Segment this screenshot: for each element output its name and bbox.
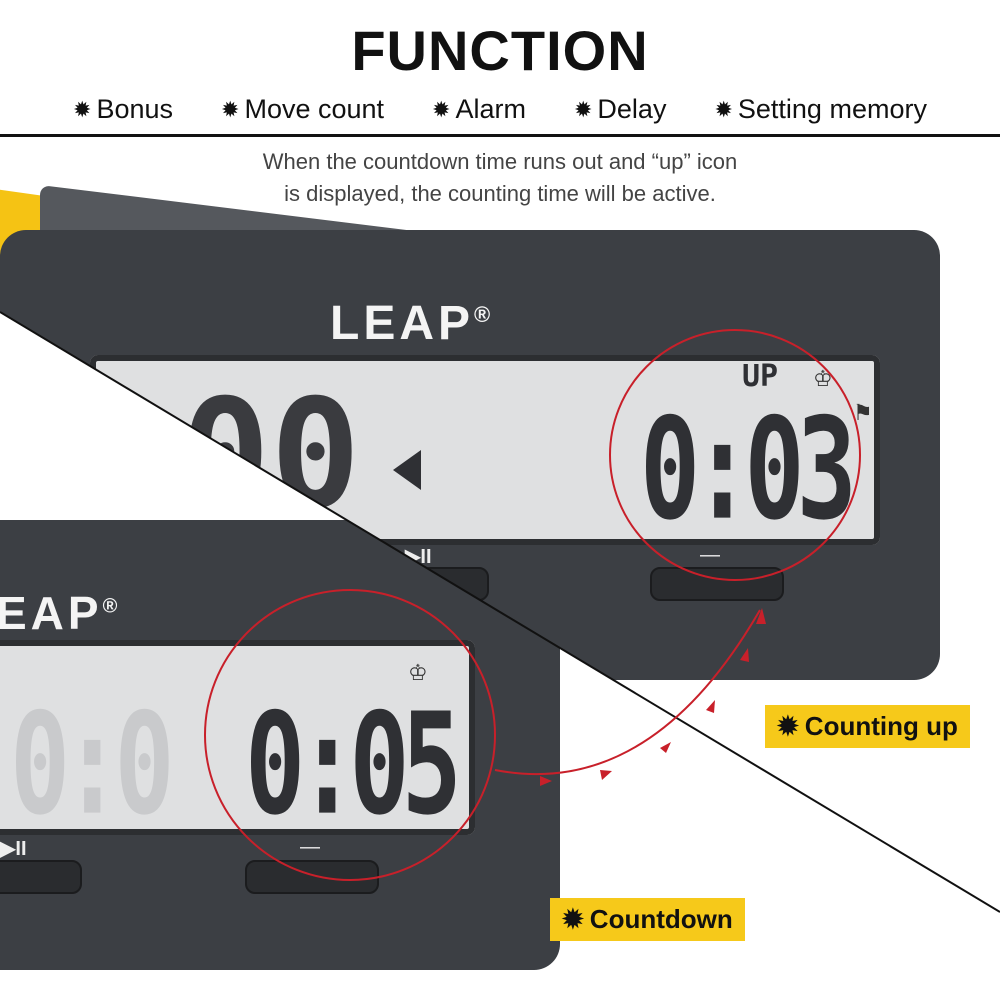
bullet-icon: ✹ xyxy=(432,96,451,122)
feature-delay: ✹Delay xyxy=(574,94,666,125)
feature-label: Alarm xyxy=(455,94,526,124)
up-indicator: UP xyxy=(742,359,779,394)
play-pause-button[interactable] xyxy=(0,860,82,894)
bullet-icon: ✹ xyxy=(221,96,240,122)
bullet-icon: ✹ xyxy=(777,711,799,741)
ghost-digits: 0:0 xyxy=(10,682,175,847)
time-display: 0:03 xyxy=(640,387,857,552)
divider-rule xyxy=(0,134,1000,137)
label-text: Counting up xyxy=(804,711,958,741)
highlight-circle-bottom xyxy=(204,589,496,881)
lcd-display xyxy=(0,640,475,835)
feature-label: Bonus xyxy=(96,94,174,124)
description: When the countdown time runs out and “up… xyxy=(0,146,1000,210)
brand-logo: EAP® xyxy=(0,587,122,639)
time-display: 0:05 xyxy=(245,682,462,847)
feature-label: Delay xyxy=(597,94,667,124)
label-counting-up: ✹Counting up xyxy=(765,705,970,748)
feature-label: Setting memory xyxy=(737,94,927,124)
bullet-icon: ✹ xyxy=(73,96,92,122)
bullet-icon: ✹ xyxy=(562,904,584,934)
arrow-path xyxy=(494,609,761,775)
brand-logo: LEAP® xyxy=(330,297,495,350)
label-countdown: ✹Countdown xyxy=(550,898,745,941)
description-line: is displayed, the counting time will be … xyxy=(284,181,716,206)
minus-icon: — xyxy=(300,836,320,858)
play-pause-icon: ▶II xyxy=(0,838,27,860)
highlight-circle-top xyxy=(609,329,861,581)
crown-icon: ♔ xyxy=(408,660,428,685)
feature-list: ✹Bonus ✹Move count ✹Alarm ✹Delay ✹Settin… xyxy=(0,94,1000,125)
minus-icon: — xyxy=(700,544,720,566)
turn-indicator-icon xyxy=(393,450,421,490)
minus-button[interactable] xyxy=(245,860,379,894)
flag-icon: ⚑ xyxy=(853,400,873,425)
description-line: When the countdown time runs out and “up… xyxy=(262,149,738,174)
minus-button[interactable] xyxy=(650,567,784,601)
feature-setting-memory: ✹Setting memory xyxy=(714,94,927,125)
label-text: Countdown xyxy=(589,904,733,934)
feature-move-count: ✹Move count xyxy=(221,94,384,125)
arrow-heads xyxy=(540,608,766,786)
feature-bonus: ✹Bonus xyxy=(73,94,173,125)
page-title: FUNCTION xyxy=(351,19,649,82)
feature-label: Move count xyxy=(244,94,385,124)
feature-alarm: ✹Alarm xyxy=(432,94,526,125)
bullet-icon: ✹ xyxy=(714,96,733,122)
bullet-icon: ✹ xyxy=(573,96,593,122)
diagonal-divider xyxy=(0,311,1000,913)
